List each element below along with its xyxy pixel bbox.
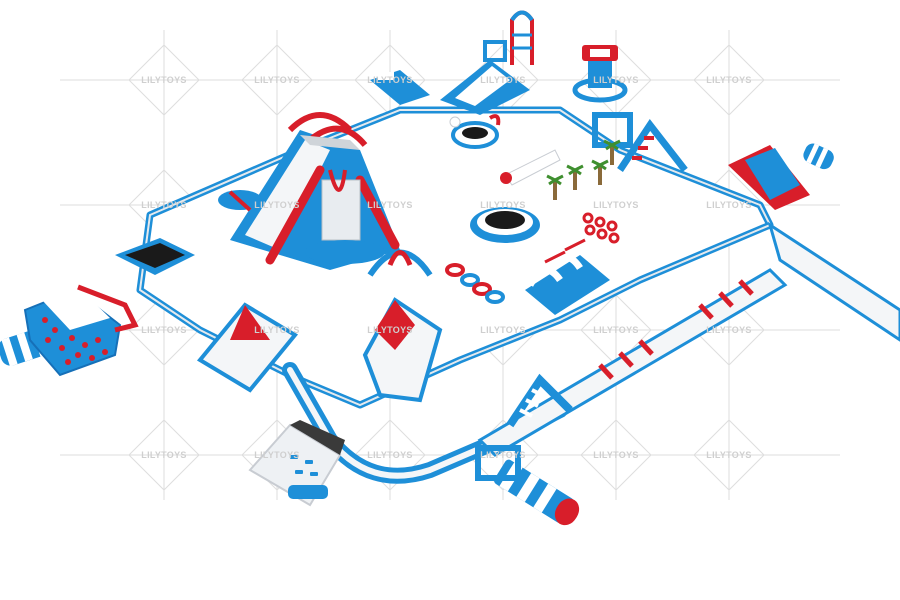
watermark-diamond <box>128 419 200 491</box>
watermark-labels: LILYTOYS LILYTOYS LILYTOYS LILYTOYS LILYTOYS… <box>141 75 751 460</box>
watermark-text: LILYTOYS <box>141 450 186 460</box>
watermark-text: LILYTOYS <box>367 325 412 335</box>
small-slide-left <box>196 302 299 393</box>
watermark-diamond <box>241 44 313 116</box>
watermark-diamond <box>128 44 200 116</box>
palm-trees <box>546 139 621 200</box>
watermark-text: LILYTOYS <box>480 450 525 460</box>
watermark-text: LILYTOYS <box>141 75 186 85</box>
watermark-text: LILYTOYS <box>254 325 299 335</box>
watermark-text: LILYTOYS <box>367 450 412 460</box>
watermark-text: LILYTOYS <box>480 325 525 335</box>
watermark-text: LILYTOYS <box>254 200 299 210</box>
watermark-text: LILYTOYS <box>367 200 412 210</box>
square-trampoline <box>115 238 195 275</box>
tunnel <box>525 238 610 315</box>
cross-net <box>582 212 620 244</box>
watermark-text: LILYTOYS <box>593 450 638 460</box>
slide-tower <box>218 112 400 270</box>
banana-float <box>500 149 561 186</box>
watermark-text: LILYTOYS <box>593 200 638 210</box>
walkway-bottom-right <box>767 221 900 342</box>
watermark-text: LILYTOYS <box>480 200 525 210</box>
watermark-diamond <box>693 44 765 116</box>
unicorn-trampoline <box>449 114 501 149</box>
watermark-text: LILYTOYS <box>141 200 186 210</box>
watermark-diamond <box>693 419 765 491</box>
watermark-text: LILYTOYS <box>706 200 751 210</box>
dotted-climber <box>23 284 139 377</box>
watermark-diamond <box>580 419 652 491</box>
watermark-text: LILYTOYS <box>480 75 525 85</box>
floating-rings <box>445 263 505 304</box>
watermark-text: LILYTOYS <box>141 325 186 335</box>
watermark-text: LILYTOYS <box>593 325 638 335</box>
watermark-diamond <box>354 419 426 491</box>
striped-log-bottom <box>475 445 580 526</box>
watermark-text: LILYTOYS <box>367 75 412 85</box>
top-left-slide <box>370 70 430 105</box>
watermark-text: LILYTOYS <box>254 75 299 85</box>
watermark-text: LILYTOYS <box>706 325 751 335</box>
white-climbing-wall <box>248 420 345 507</box>
watermark-text: LILYTOYS <box>593 75 638 85</box>
watermark-text: LILYTOYS <box>254 450 299 460</box>
lookout-tower <box>572 45 628 103</box>
octagon-trampoline <box>470 207 540 243</box>
arch-climber <box>367 249 433 277</box>
ladder-slide-top <box>440 10 534 115</box>
watermark-text: LILYTOYS <box>706 450 751 460</box>
red-triangle-slide <box>728 143 834 210</box>
watermark-text: LILYTOYS <box>706 75 751 85</box>
small-slide-center <box>362 297 443 403</box>
